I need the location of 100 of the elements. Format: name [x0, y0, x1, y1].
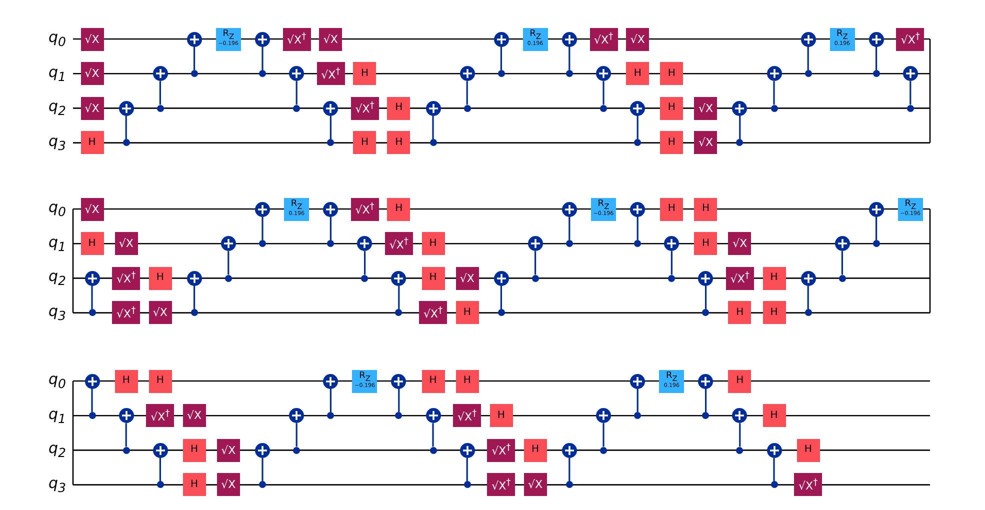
cnot-connector [296, 81, 298, 105]
gate-label: H [668, 138, 676, 148]
gate-box [694, 96, 718, 120]
cnot-connector [194, 46, 196, 70]
cnot-connector [773, 81, 775, 105]
cnot-target-symbol [118, 100, 134, 116]
gate-box [182, 438, 206, 462]
gate-label: √X [84, 102, 100, 114]
control-dot [122, 139, 130, 146]
control-dot [498, 70, 505, 78]
gate-box [146, 404, 174, 428]
cnot-target-symbol [391, 374, 406, 388]
gate-box [353, 131, 376, 154]
cnot-target-symbol [562, 202, 577, 216]
cnot-connector [876, 46, 878, 70]
gate-box [522, 28, 548, 50]
cnot-connector [91, 286, 93, 310]
cnot-target-symbol [732, 408, 748, 424]
gate-box [660, 131, 684, 154]
cnot-connector [876, 216, 878, 240]
cnot-connector [159, 458, 161, 482]
control-dot [634, 139, 642, 146]
control-dot [872, 70, 880, 78]
gate-box [830, 28, 855, 50]
gate-box [762, 266, 786, 290]
cnot-target-symbol [766, 442, 782, 458]
gate-label: H [395, 204, 403, 214]
cnot-target-symbol [460, 442, 475, 458]
gate-box [896, 28, 924, 50]
cnot-connector [500, 286, 502, 310]
cnot-target-symbol [868, 32, 884, 46]
gate-box [487, 473, 516, 496]
control-dot [327, 412, 334, 420]
cnot-connector [534, 251, 536, 275]
cnot-connector [807, 286, 809, 310]
cnot-connector [739, 116, 741, 140]
control-dot [600, 104, 607, 112]
gate-label: √X$^{†}$ [492, 443, 511, 458]
gate-label: √X$^{†}$ [116, 306, 136, 320]
cnot-connector [500, 46, 502, 70]
cnot-connector [636, 116, 638, 140]
control-dot [190, 309, 198, 316]
gate-box [148, 370, 172, 392]
gate-box [316, 62, 345, 86]
gate-label: H [361, 68, 369, 79]
gate-box [216, 473, 240, 496]
control-dot [736, 446, 744, 454]
cnot-target-symbol [152, 442, 168, 458]
gate-label: H [463, 376, 471, 386]
gate-label: √X [84, 68, 100, 80]
gate-box [591, 198, 616, 220]
gate-label: √X [698, 137, 714, 148]
gate-label: √X$^{†}$ [900, 32, 920, 46]
gate-label: H [736, 376, 744, 386]
cnot-target-symbol [118, 408, 134, 424]
gate-box [762, 404, 786, 428]
gate-label: √X [323, 34, 338, 44]
gate-box [80, 131, 104, 154]
cnot-target-symbol [630, 100, 646, 116]
gate-box [284, 198, 310, 220]
gate-box [524, 473, 547, 496]
gate-label: √X [221, 479, 236, 490]
gate-label: H [395, 138, 403, 148]
cnot-target-symbol [289, 408, 304, 424]
gate-label: R$_{Z}$ [836, 30, 848, 40]
cnot-connector [330, 116, 332, 140]
gate-box [590, 28, 618, 50]
gate-box [762, 301, 786, 324]
cnot-target-symbol [596, 408, 611, 424]
gate-box [182, 404, 206, 428]
gate-box [456, 266, 479, 290]
control-dot [327, 139, 334, 146]
cnot-target-symbol [902, 66, 918, 82]
control-dot [634, 240, 642, 248]
gate-box [148, 301, 172, 324]
cnot-target-symbol [460, 66, 475, 82]
gate-label: H [156, 273, 164, 284]
gate-box [216, 438, 240, 462]
cnot-target-symbol [426, 408, 440, 424]
cnot-connector [602, 81, 604, 105]
cnot-target-symbol [255, 32, 270, 46]
gate-label: R$_{Z}$ [359, 372, 370, 382]
control-dot [566, 70, 573, 78]
cnot-connector [466, 81, 468, 105]
gate-label: H [395, 103, 403, 114]
qubit-label: q$_{1}$ [48, 234, 66, 254]
control-dot [464, 104, 471, 112]
gate-label: √X$^{†}$ [730, 271, 750, 286]
cnot-target-symbol [323, 202, 338, 216]
cnot-target-symbol [426, 100, 440, 116]
cnot-target-symbol [800, 32, 816, 46]
gate-label: √X$^{†}$ [321, 66, 340, 80]
gate-box [80, 28, 104, 50]
gate-box [660, 198, 684, 220]
gate-label: H [736, 308, 744, 318]
cnot-target-symbol [494, 32, 509, 46]
gate-label: H [770, 308, 778, 318]
qubit-label: q$_{3}$ [48, 476, 66, 494]
gate-label: H [88, 138, 96, 148]
qubit-label: q$_{2}$ [48, 269, 66, 288]
